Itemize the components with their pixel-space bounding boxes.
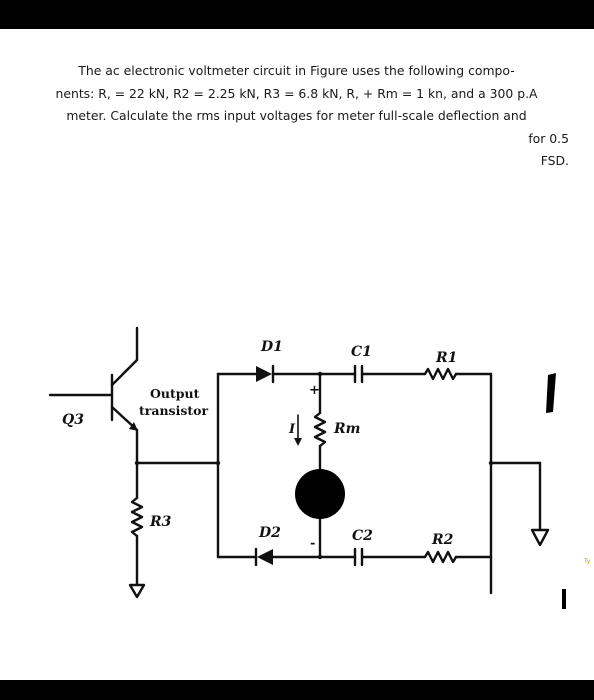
- ground-left: [128, 583, 146, 599]
- diode-d1: [256, 366, 272, 382]
- problem-line-1: The ac electronic voltmeter circuit in F…: [78, 63, 515, 78]
- label-d1: D1: [260, 339, 283, 355]
- label-rm: Rm: [333, 421, 360, 437]
- transistor-q3: [48, 326, 139, 465]
- label-r3: R3: [149, 514, 172, 530]
- document-page: [0, 29, 594, 680]
- label-transistor: transistor: [139, 403, 208, 418]
- label-i: I: [288, 422, 296, 437]
- label-r2: R2: [431, 532, 454, 548]
- current-arrow-icon: [294, 438, 302, 446]
- resistor-r2: [423, 550, 458, 564]
- label-r1: R1: [435, 350, 457, 366]
- diode-d2: [257, 549, 273, 565]
- label-q3: Q3: [62, 412, 84, 428]
- problem-line-5: FSD.: [540, 153, 569, 168]
- problem-statement: The ac electronic voltmeter circuit in F…: [24, 60, 569, 173]
- ground-right: [530, 528, 550, 547]
- label-c2: C2: [352, 528, 373, 544]
- resistor-rm: [313, 411, 327, 448]
- resistor-r3: [130, 496, 144, 538]
- label-minus: -: [310, 536, 315, 551]
- label-output: Output: [150, 386, 200, 401]
- problem-line-4: for 0.5: [528, 130, 569, 146]
- edge-mark: [546, 373, 556, 413]
- resistor-r1: [423, 367, 458, 381]
- cutoff-text: Ty: [584, 558, 591, 565]
- problem-line-3: meter. Calculate the rms input voltages …: [66, 108, 527, 123]
- meter: [295, 469, 345, 519]
- label-c1: C1: [351, 344, 372, 360]
- label-d2: D2: [258, 525, 281, 541]
- label-plus: +: [309, 383, 320, 398]
- problem-line-2: nents: R, = 22 kN, R2 = 2.25 kN, R3 = 6.…: [55, 85, 538, 101]
